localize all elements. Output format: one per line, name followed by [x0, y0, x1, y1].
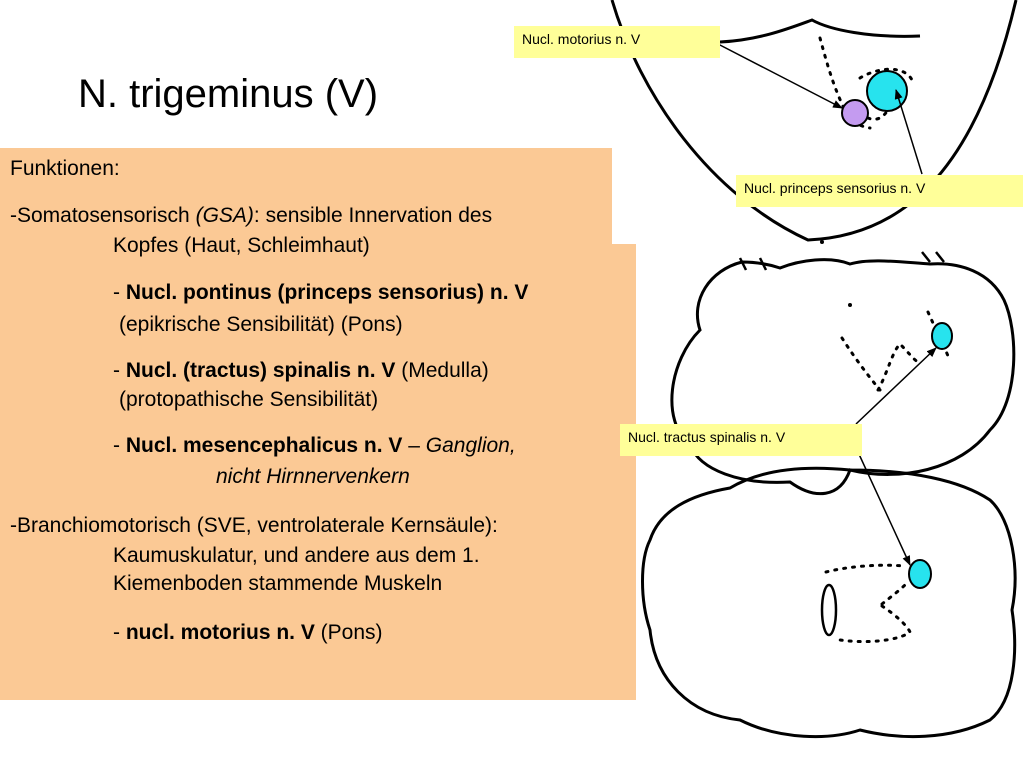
mesencephalicus-name: Nucl. mesencephalicus n. V: [125, 434, 403, 457]
arrow-spinalis-lower: [857, 451, 911, 566]
pontinus-line: - Nucl. pontinus (princeps sensorius) n.…: [113, 280, 528, 306]
mesencephalicus-continuation: nicht Hirnnervenkern: [216, 464, 410, 490]
spinalis-name: Nucl. (tractus) spinalis n. V: [125, 359, 396, 382]
motorius-line: - nucl. motorius n. V (Pons): [113, 620, 383, 646]
sve-line-1: -Branchiomotorisch (SVE, ventrolaterale …: [10, 514, 498, 537]
gsa-continuation: Kopfes (Haut, Schleimhaut): [113, 234, 370, 257]
arrow-spinalis-upper: [855, 347, 937, 425]
gsa-abbr: (GSA): [195, 204, 254, 227]
nucleus-tractus-spinalis-lower: [908, 559, 932, 589]
lower-medulla-dotted-tract: [824, 563, 912, 644]
gsa-rest: : sensible Innervation des: [253, 204, 493, 227]
mesencephalicus-line: - Nucl. mesencephalicus n. V – Ganglion,: [113, 433, 516, 459]
pons-outline: [610, 0, 1018, 242]
gsa-prefix: -Somatosensorisch: [10, 204, 196, 227]
central-canal: [820, 583, 838, 637]
upper-medulla-top-marks: [738, 251, 945, 271]
sve-line-3: Kiemenboden stammende Muskeln: [113, 572, 443, 595]
mesencephalicus-dash: -: [113, 434, 126, 457]
pons-section: [610, 0, 1018, 244]
pons-dotted-ring: [858, 67, 914, 121]
upper-medulla-dot: [848, 303, 852, 307]
motorius-rest: (Pons): [314, 621, 383, 644]
motorius-dash: -: [113, 621, 126, 644]
nucleus-tractus-spinalis-upper: [931, 322, 953, 350]
lower-medulla-outline: [641, 466, 1017, 739]
motorius-name: nucl. motorius n. V: [125, 621, 315, 644]
pontinus-name: Nucl. pontinus (princeps sensorius) n. V: [125, 281, 529, 304]
sve-line-2: Kaumuskulatur, und andere aus dem 1.: [113, 544, 480, 567]
pons-dot: [820, 240, 824, 244]
functions-heading: Funktionen:: [10, 157, 120, 180]
gsa-line: -Somatosensorisch (GSA): sensible Innerv…: [10, 203, 492, 229]
spinalis-note: (protopathische Sensibilität): [119, 388, 379, 411]
mesencephalicus-rest: –: [402, 434, 426, 457]
pontinus-note: (epikrische Sensibilität) (Pons): [119, 313, 403, 336]
label-nucl-princeps-sensorius: Nucl. princeps sensorius n. V: [736, 175, 1023, 207]
mesencephalicus-ganglion: Ganglion,: [425, 434, 516, 457]
lower-medulla-section: [641, 466, 1017, 739]
label-nucl-motorius: Nucl. motorius n. V: [514, 26, 720, 58]
pontinus-dash: -: [113, 281, 126, 304]
nucleus-motorius: [841, 99, 869, 127]
pons-dotted-boundary: [818, 36, 872, 130]
arrow-motorius: [717, 43, 843, 109]
spinalis-dash: -: [113, 359, 126, 382]
upper-medulla-outline: [670, 258, 1016, 496]
functions-box-bottom: [0, 244, 636, 700]
spinalis-line: - Nucl. (tractus) spinalis n. V (Medulla…: [113, 358, 489, 384]
label-nucl-tractus-spinalis: Nucl. tractus spinalis n. V: [620, 424, 862, 456]
nucleus-princeps-sensorius: [866, 70, 908, 112]
spinalis-rest: (Medulla): [395, 359, 489, 382]
page-title: N. trigeminus (V): [78, 72, 379, 116]
arrow-princeps: [894, 89, 923, 175]
upper-medulla-section: [670, 251, 1016, 496]
mesencephalicus-note: nicht Hirnnervenkern: [216, 465, 410, 488]
pons-top-notch: [719, 18, 921, 44]
